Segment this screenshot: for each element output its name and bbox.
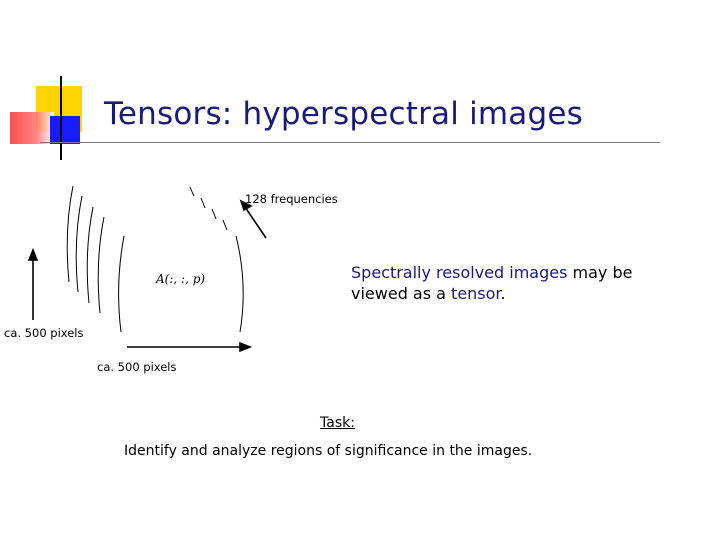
horizontal-pixels-arrowhead: [239, 341, 253, 353]
description-plain-1: may be viewed as a: [351, 263, 633, 303]
matrix-bracket-right-2: [200, 197, 206, 209]
task-text: Identify and analyze regions of signific…: [124, 443, 533, 459]
matrix-bracket-right-5: [235, 235, 244, 333]
frequency-arrow: [244, 206, 267, 239]
vertical-pixels-arrowhead: [27, 247, 39, 261]
frequencies-label: 128 frequencies: [245, 192, 338, 206]
matrix-slice-label: A(:, :, p): [156, 272, 206, 286]
frequency-arrowhead: [239, 199, 253, 212]
matrix-bracket-left-5: [118, 235, 125, 333]
horizontal-pixels-label: ca. 500 pixels: [97, 360, 177, 374]
description-highlight-2: tensor: [451, 284, 501, 303]
logo-red-block: [10, 112, 54, 144]
slide-title: Tensors: hyperspectral images: [104, 96, 584, 132]
description-plain-2: .: [500, 284, 506, 303]
description-highlight-1: Spectrally resolved images: [351, 263, 568, 282]
logo-blue-square: [50, 116, 80, 144]
matrix-bracket-right-4: [222, 219, 228, 231]
matrix-bracket-left-2: [75, 195, 83, 293]
logo-vertical-line: [60, 76, 62, 160]
matrix-bracket-left-4: [97, 216, 105, 314]
task-label: Task:: [320, 415, 355, 431]
description-text: Spectrally resolved images may be viewed…: [351, 262, 651, 304]
matrix-bracket-left-3: [86, 206, 94, 304]
title-underline: [40, 142, 660, 143]
matrix-bracket-right-3: [211, 208, 217, 220]
matrix-bracket-left-1: [66, 185, 74, 283]
vertical-pixels-label: ca. 500 pixels: [4, 326, 84, 340]
matrix-bracket-right-1: [189, 186, 195, 197]
